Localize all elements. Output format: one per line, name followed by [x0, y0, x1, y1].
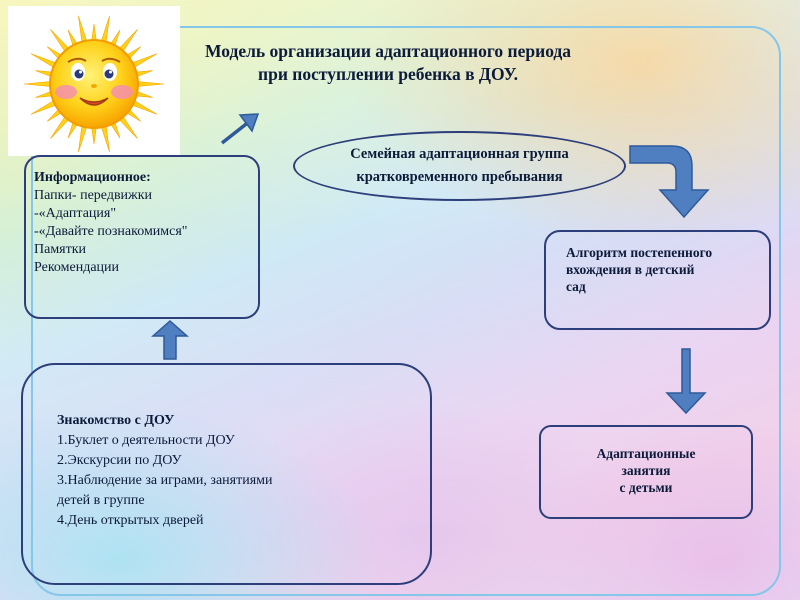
info-item: Рекомендации [34, 260, 120, 275]
info-heading: Информационное: [34, 170, 151, 185]
adaptation-classes-box: Адаптационные занятия с детьми [539, 425, 753, 519]
classes-line-2: занятия [621, 463, 671, 478]
title-line-1: Модель организации адаптационного период… [204, 41, 572, 61]
info-item: Памятки [34, 242, 87, 257]
title-line-2: при поступлении ребенка в ДОУ. [258, 64, 518, 84]
family-line-1: Семейная адаптационная группа [350, 146, 569, 162]
classes-line-3: с детьми [619, 480, 673, 495]
classes-line-1: Адаптационные [596, 446, 696, 461]
info-item: Папки- передвижки [34, 188, 153, 203]
info-item: -«Адаптация" [34, 206, 117, 221]
algorithm-line-1: Алгоритм постепенного [566, 245, 713, 260]
family-group-ellipse: Семейная адаптационная группа кратковрем… [293, 131, 626, 201]
acquaintance-item: детей в группе [57, 493, 145, 508]
arrow-down-icon [665, 348, 707, 415]
acquaintance-item: 3.Наблюдение за играми, занятиями [57, 473, 273, 488]
acquaintance-item: 1.Буклет о деятельности ДОУ [57, 433, 235, 448]
acquaintance-item: 2.Экскурсии по ДОУ [57, 453, 182, 468]
smiling-sun-icon [23, 15, 165, 153]
family-line-2: кратковременного пребывания [356, 169, 563, 185]
acquaintance-item: 4.День открытых дверей [57, 513, 204, 528]
arrow-up-icon [151, 319, 189, 360]
curved-arrow-down-icon [629, 145, 710, 219]
algorithm-line-2: вхождения в детский [566, 262, 695, 277]
algorithm-line-3: сад [566, 279, 586, 294]
sun-picture [8, 6, 180, 156]
acquaintance-box: Знакомство с ДОУ 1.Буклет о деятельности… [21, 363, 432, 585]
arrow-up-right-icon [220, 113, 260, 145]
info-box: Информационное: Папки- передвижки -«Адап… [24, 155, 260, 319]
info-item: -«Давайте познакомимся" [34, 224, 188, 239]
acquaintance-heading: Знакомство с ДОУ [57, 413, 175, 428]
page-title: Модель организации адаптационного период… [118, 40, 658, 86]
algorithm-box: Алгоритм постепенного вхождения в детски… [544, 230, 771, 330]
